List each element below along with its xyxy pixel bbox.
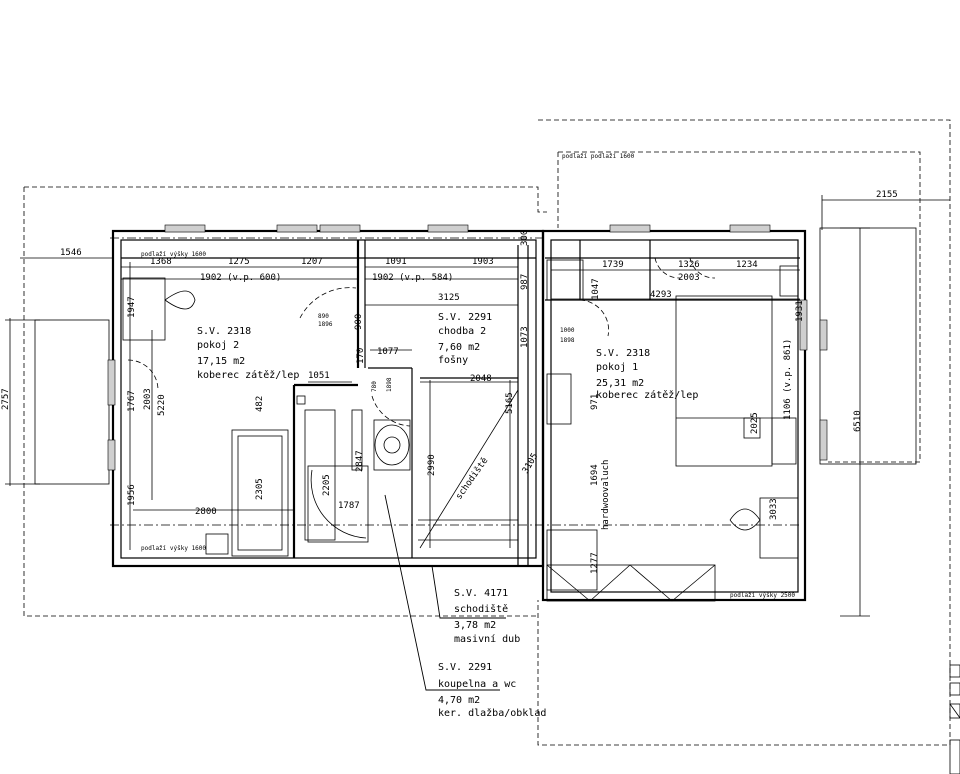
room-id: S.V. 2291 <box>438 662 492 673</box>
dim-1051: 1051 <box>308 371 330 381</box>
dim-1956: 1956 <box>127 484 137 506</box>
dim-2003: 2003 <box>678 273 700 283</box>
furniture <box>122 259 799 591</box>
dim-300: 300 <box>520 230 530 246</box>
note-top-right: podlaží podlaží 1600 <box>562 153 635 160</box>
dim-2003v: 2003 <box>143 388 153 410</box>
dim-1896: 1896 <box>318 321 333 328</box>
stair-label: schodiště <box>453 455 490 501</box>
dim-3033: 3033 <box>769 498 779 520</box>
dim-2847: 2847 <box>355 450 365 472</box>
dim-1931: 1931 <box>795 300 805 322</box>
dim-900: 900 <box>354 314 364 330</box>
room-name: pokoj 1 <box>596 362 638 373</box>
dimension-lines <box>20 257 800 550</box>
dim-2305: 2305 <box>255 478 265 500</box>
room-area: 3,78 m2 <box>454 620 496 631</box>
dim-1898b: 1898 <box>386 377 393 392</box>
dim-1767: 1767 <box>127 390 137 412</box>
dimension-texts: 1546 1368 1275 1207 1091 1903 1739 1326 … <box>1 190 898 574</box>
dim-1739: 1739 <box>602 260 624 270</box>
room-id: S.V. 2318 <box>596 348 650 359</box>
dim-170: 170 <box>356 348 366 364</box>
hatch-label: hardwoovaluch <box>601 460 611 530</box>
legend-symbols <box>949 664 960 774</box>
left-terrace <box>5 318 110 486</box>
dim-1000: 1000 <box>560 327 575 334</box>
room-area: 7,60 m2 <box>438 342 480 353</box>
dim-2990: 2990 <box>427 454 437 476</box>
dim-1077: 1077 <box>377 347 399 357</box>
dim-4293: 4293 <box>650 290 672 300</box>
room-name: chodba 2 <box>438 326 486 337</box>
leaders <box>384 494 506 691</box>
doors <box>127 257 716 427</box>
room-id: S.V. 4171 <box>454 588 508 599</box>
stair <box>418 380 519 549</box>
dim-971: 971 <box>590 394 600 410</box>
dim-6510: 6510 <box>853 410 863 432</box>
dim-3125: 3125 <box>438 293 460 303</box>
dim-3105: 3105 <box>521 452 541 476</box>
dim-5220: 5220 <box>157 394 167 416</box>
dim-2757: 2757 <box>1 388 11 410</box>
room-floor: masivní dub <box>454 633 520 645</box>
dim-2025: 2025 <box>750 412 760 434</box>
dim-987: 987 <box>520 274 530 290</box>
dim-1277: 1277 <box>590 552 600 574</box>
dim-2155: 2155 <box>876 190 898 200</box>
dim-1275: 1275 <box>228 257 250 267</box>
note-bottom-left: podlaží výšky 1600 <box>141 545 206 552</box>
dim-1368: 1368 <box>150 257 172 267</box>
skylight <box>546 564 716 602</box>
dim-1073: 1073 <box>520 326 530 348</box>
room-koupelna: S.V. 2291 koupelna a wc 4,70 m2 ker. dla… <box>438 662 546 719</box>
dim-2048: 2048 <box>470 374 492 384</box>
roof-outline <box>23 119 951 746</box>
room-floor: koberec zátěž/lep <box>596 389 698 401</box>
dim-1898: 1898 <box>560 337 575 344</box>
room-schodiste: S.V. 4171 schodiště 3,78 m2 masivní dub <box>454 588 520 645</box>
windows <box>107 224 828 471</box>
dim-1903: 1903 <box>472 257 494 267</box>
dim-1546: 1546 <box>60 248 82 258</box>
note-bottom-right: podlaží výšky 2500 <box>730 592 795 599</box>
right-terrace <box>819 195 950 617</box>
vp-right: 1106 (v.p. 861) <box>783 339 793 420</box>
note-top-left: podlaží výšky 1600 <box>141 251 206 258</box>
dim-890: 890 <box>318 313 329 320</box>
room-chodba2: S.V. 2291 chodba 2 7,60 m2 fošny <box>438 312 492 366</box>
room-name: schodiště <box>454 603 508 615</box>
room-name: koupelna a wc <box>438 679 516 690</box>
room-area: 25,31 m2 <box>596 378 644 389</box>
dim-1694: 1694 <box>590 464 600 486</box>
dim-1947: 1947 <box>127 296 137 318</box>
dim-1787: 1787 <box>338 501 360 511</box>
room-floor: koberec zátěž/lep <box>197 369 299 381</box>
dim-1207: 1207 <box>301 257 323 267</box>
room-area: 17,15 m2 <box>197 356 245 367</box>
dim-2800: 2800 <box>195 507 217 517</box>
walls <box>111 229 807 602</box>
dim-1047: 1047 <box>591 278 601 300</box>
room-floor: ker. dlažba/obklad <box>438 707 546 719</box>
room-area: 4,70 m2 <box>438 695 480 706</box>
dim-1326: 1326 <box>678 260 700 270</box>
vp-mid: 1902 (v.p. 584) <box>372 273 453 283</box>
dim-1234: 1234 <box>736 260 758 270</box>
dim-2205: 2205 <box>322 474 332 496</box>
room-name: pokoj 2 <box>197 340 239 351</box>
vp-left: 1902 (v.p. 600) <box>200 273 281 283</box>
room-pokoj1: S.V. 2318 pokoj 1 25,31 m2 koberec zátěž… <box>596 348 698 401</box>
room-id: S.V. 2318 <box>197 326 251 337</box>
dim-780: 780 <box>371 381 378 392</box>
room-floor: fošny <box>438 354 468 366</box>
dim-1091: 1091 <box>385 257 407 267</box>
room-pokoj2: S.V. 2318 pokoj 2 17,15 m2 koberec zátěž… <box>197 326 299 381</box>
room-id: S.V. 2291 <box>438 312 492 323</box>
dim-5165: 5165 <box>505 392 515 414</box>
dim-482: 482 <box>255 396 265 412</box>
